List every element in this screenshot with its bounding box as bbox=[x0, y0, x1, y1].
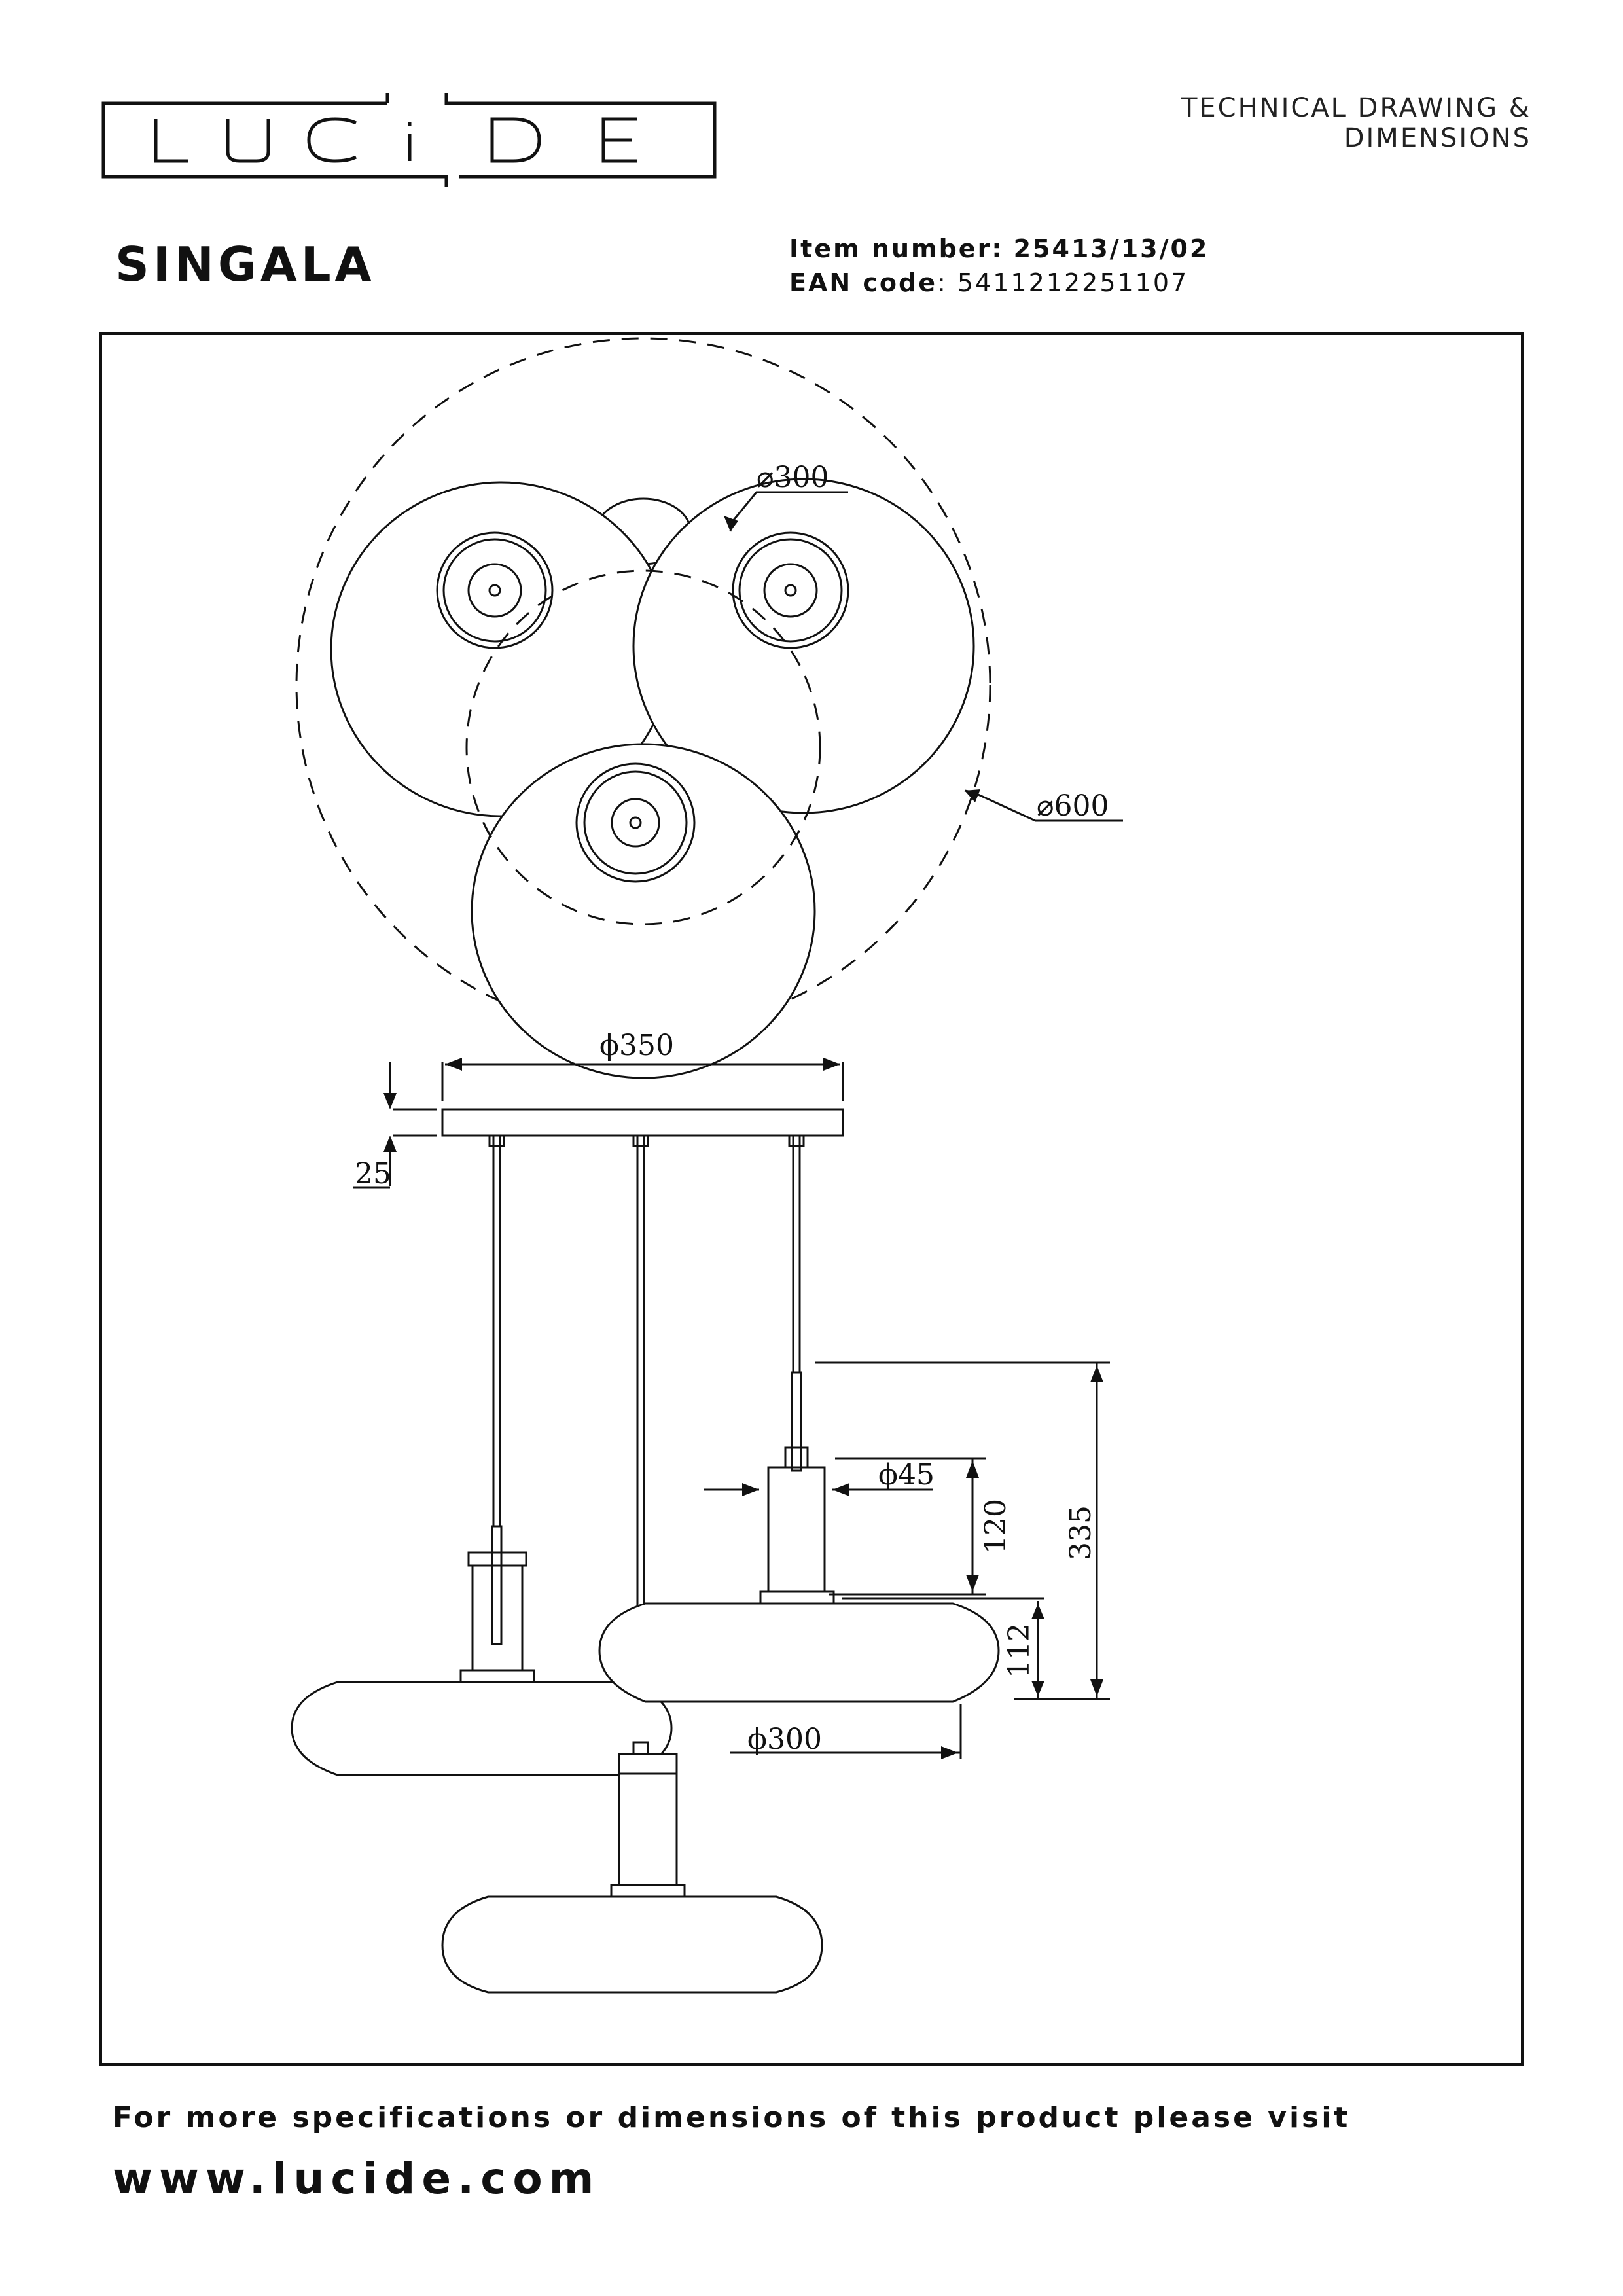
document-title: TECHNICAL DRAWING & DIMENSIONS bbox=[1181, 93, 1531, 153]
lucide-logo: LUCIDE bbox=[99, 92, 717, 188]
ean-code-line: EAN code: 5411212251107 bbox=[789, 268, 1189, 297]
dim-pendant-height: 335 bbox=[1064, 1505, 1097, 1560]
item-number-line: Item number: 25413/13/02 bbox=[789, 234, 1209, 263]
footer-note: For more specifications or dimensions of… bbox=[113, 2101, 1351, 2134]
side-view bbox=[291, 1062, 1110, 1994]
drawing-frame bbox=[99, 332, 1524, 2066]
dim-socket-diameter: ϕ45 bbox=[878, 1458, 935, 1492]
item-number-label: Item number: bbox=[789, 234, 1004, 263]
dim-canopy-height: 25 bbox=[355, 1157, 391, 1191]
dim-shade-diameter-side: ϕ300 bbox=[747, 1723, 822, 1756]
top-view bbox=[295, 337, 1123, 1079]
item-number-value: 25413/13/02 bbox=[1013, 234, 1209, 263]
dim-overall-diameter-top: ⌀600 bbox=[1037, 789, 1109, 823]
website-link[interactable]: www.lucide.com bbox=[113, 2153, 601, 2204]
ean-code-value: 5411212251107 bbox=[957, 268, 1189, 297]
dim-socket-height: 120 bbox=[979, 1499, 1012, 1554]
ean-code-label: EAN code bbox=[789, 268, 938, 297]
product-name: SINGALA bbox=[115, 237, 376, 292]
dim-shade-diameter-top: ⌀300 bbox=[757, 461, 829, 494]
dim-canopy-diameter: ϕ350 bbox=[599, 1029, 674, 1062]
dim-shade-height: 112 bbox=[1003, 1623, 1036, 1678]
technical-drawing: ⌀300 ⌀600 ϕ350 25 ϕ45 120 112 335 ϕ300 bbox=[291, 337, 1123, 1994]
